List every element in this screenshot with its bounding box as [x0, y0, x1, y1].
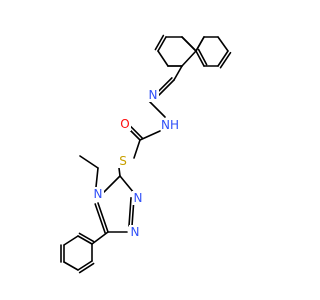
bond-line-32 — [97, 202, 109, 233]
bond-line-12 — [154, 34, 165, 51]
atom-labels: O NH N S N N N — [92, 88, 179, 239]
bond-line-34 — [95, 167, 99, 188]
ring-n2-atom: N — [129, 225, 141, 239]
bond-lines — [60, 34, 232, 274]
bond-line-17 — [195, 36, 205, 52]
bond-line-18 — [173, 65, 183, 81]
bond-line-40 — [63, 261, 79, 271]
bond-line-38 — [77, 260, 93, 271]
bond-line-22 — [139, 130, 161, 141]
bond-line-25 — [133, 139, 141, 159]
bond-line-24 — [129, 125, 143, 139]
bond-line-13 — [157, 50, 169, 67]
bond-line-35 — [79, 155, 99, 169]
bond-line-5 — [195, 50, 205, 67]
imine-nitrogen-atom: N — [147, 88, 159, 102]
bond-line-43 — [63, 235, 79, 246]
bond-line-9 — [181, 36, 197, 52]
carbonyl-oxygen-label: O — [120, 117, 129, 131]
molecule-structure: O NH N S N N N — [60, 34, 232, 274]
bond-line-11 — [157, 36, 167, 52]
imine-nitrogen-label: N — [149, 88, 158, 102]
bond-line-36 — [91, 231, 109, 245]
carbonyl-oxygen-atom: O — [119, 117, 131, 131]
bond-line-45 — [78, 232, 95, 243]
bond-line-27 — [103, 175, 121, 193]
bond-line-2 — [217, 50, 229, 67]
ring-n4-label: N — [94, 187, 103, 201]
bond-line-44 — [77, 235, 93, 245]
bond-line-19 — [158, 79, 175, 96]
bond-line-33 — [94, 203, 106, 234]
bond-line-3 — [219, 51, 232, 69]
bond-line-1 — [217, 36, 229, 52]
bond-line-20 — [156, 77, 173, 94]
bond-line-39 — [78, 262, 95, 274]
bond-line-21 — [147, 99, 166, 118]
bond-line-16 — [181, 50, 197, 67]
ring-n1-atom: N — [132, 191, 144, 205]
amide-nitrogen-atom: NH — [161, 118, 179, 132]
ring-n4-atom: N — [92, 187, 104, 201]
ring-n1-label: N — [134, 191, 143, 205]
sulfur-label: S — [119, 154, 127, 168]
amide-nitrogen-label: NH — [161, 118, 179, 132]
bond-line-30 — [128, 196, 132, 227]
ring-n2-label: N — [131, 225, 140, 239]
bond-line-6 — [197, 48, 208, 66]
bond-line-28 — [119, 175, 135, 194]
sulfur-atom: S — [117, 154, 129, 168]
